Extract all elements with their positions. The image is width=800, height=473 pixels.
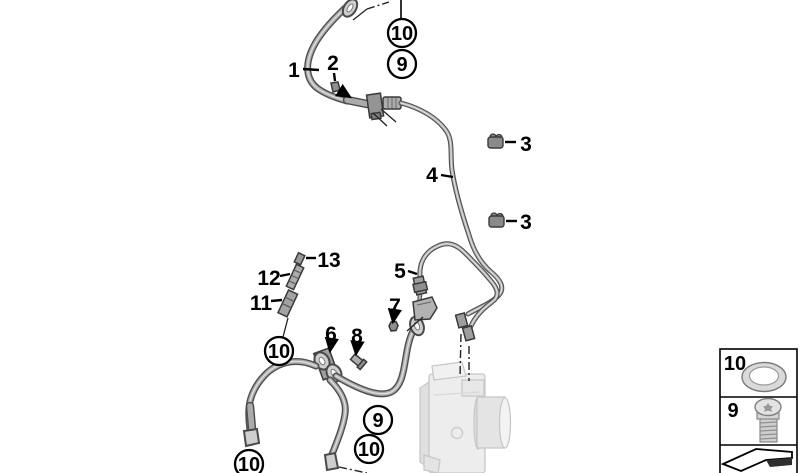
part-label-1: 1 <box>288 59 300 82</box>
part-label-4: 4 <box>426 164 438 187</box>
balloon-10-top: 10 <box>386 17 418 49</box>
legend-label-10: 10 <box>724 353 746 375</box>
svg-text:9: 9 <box>396 54 407 76</box>
svg-text:10: 10 <box>391 23 413 45</box>
balloon-10-bottom-left: 10 <box>233 448 265 473</box>
legend-box: 10 9 <box>719 348 798 473</box>
svg-text:10: 10 <box>268 341 290 363</box>
valve-12 <box>285 263 305 291</box>
part-label-8: 8 <box>351 325 363 348</box>
part-label-3a: 3 <box>520 133 532 156</box>
hose-holder-block <box>365 92 402 127</box>
svg-text:9: 9 <box>372 410 383 432</box>
banjo-bolt-icon <box>754 397 782 443</box>
part-label-7: 7 <box>389 295 401 318</box>
balloon-9-mid: 9 <box>362 404 394 436</box>
svg-text:10: 10 <box>238 454 260 473</box>
part-label-5: 5 <box>394 260 406 283</box>
nut-7 <box>388 320 399 332</box>
part-label-3b: 3 <box>520 211 532 234</box>
bleed-screw-13 <box>293 251 306 266</box>
brake-hose-to-bracket <box>332 315 425 398</box>
line-bracket <box>406 296 438 332</box>
callout-lines <box>270 67 517 357</box>
abs-module <box>419 361 512 473</box>
hose-end-fitting <box>242 427 261 448</box>
part-label-13: 13 <box>317 249 340 272</box>
balloon-10-left: 10 <box>263 335 295 367</box>
pipe-clip-3b <box>488 212 505 228</box>
part-label-12: 12 <box>257 267 280 290</box>
tube-nut-5 <box>412 275 429 296</box>
connector-11 <box>276 289 299 318</box>
brake-hose-bottom <box>323 376 349 472</box>
sealing-ring-icon <box>741 361 787 393</box>
svg-text:10: 10 <box>358 439 380 461</box>
part-label-2: 2 <box>327 52 339 75</box>
part-label-6: 6 <box>325 323 337 346</box>
pipe-end-fittings <box>454 311 476 381</box>
screw-2 <box>330 81 343 95</box>
banjo-bolt-8-part <box>349 353 368 371</box>
legend-label-9: 9 <box>727 400 738 422</box>
balloon-9-top: 9 <box>386 48 418 80</box>
direction-of-travel-arrow-icon <box>720 448 793 472</box>
part-label-11: 11 <box>250 292 273 315</box>
brake-hose-left <box>242 357 320 448</box>
hose-end-fitting <box>323 451 340 472</box>
balloon-10-mid: 10 <box>353 433 385 465</box>
pipe-clip-3a <box>487 133 504 149</box>
